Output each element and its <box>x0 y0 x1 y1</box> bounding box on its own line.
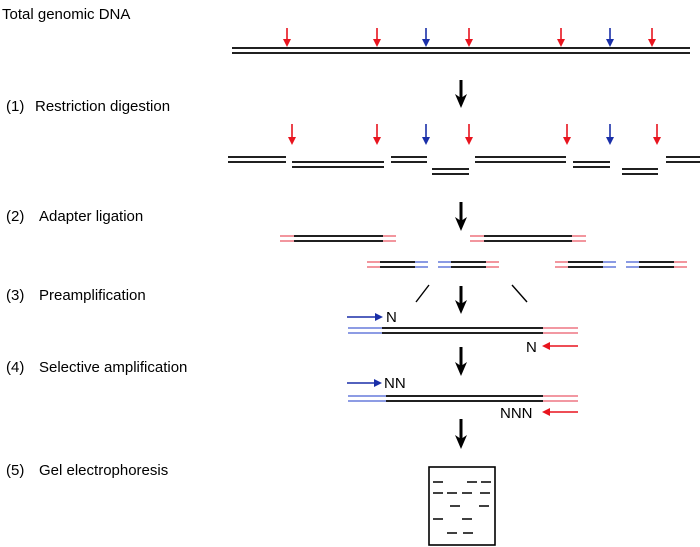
fragment <box>573 161 610 168</box>
step-3: (3) Preamplification <box>6 287 146 305</box>
selective-reverse-primer-label: NNN <box>500 405 533 422</box>
fragment <box>432 168 469 175</box>
ligated-fragment-blue-red <box>438 261 499 268</box>
genomic-dna-strand <box>232 47 690 54</box>
step-2-label: Adapter ligation <box>39 208 144 225</box>
cut-site-arrows-digest <box>288 124 661 145</box>
step-2-number: (2) <box>6 208 25 225</box>
step-5-label: Gel electrophoresis <box>39 462 169 479</box>
step-1-number: (1) <box>6 98 25 115</box>
step-1-label: Restriction digestion <box>35 98 171 115</box>
gel-bands <box>433 481 491 534</box>
ligated-fragment-red-blue <box>367 261 428 268</box>
preamp-forward-primer-label: N <box>386 309 397 326</box>
step-2: (2) Adapter ligation <box>6 208 143 226</box>
selection-funnel-lines <box>415 284 528 303</box>
fragment <box>391 156 427 163</box>
step-3-number: (3) <box>6 287 25 304</box>
restriction-fragments <box>228 156 700 175</box>
step-4-label: Selective amplification <box>39 359 188 376</box>
step-1: (1) Restriction digestion <box>6 98 170 116</box>
ligated-fragment-red-red <box>280 235 396 242</box>
selective-amp-product <box>348 395 578 402</box>
fragment <box>228 156 286 163</box>
gel <box>428 466 496 546</box>
fragment <box>666 156 700 163</box>
title-total-genomic-dna: Total genomic DNA <box>2 6 131 23</box>
fragment <box>622 168 658 175</box>
fragment <box>292 161 384 168</box>
ligated-fragment-red-blue <box>555 261 616 268</box>
preamp-reverse-primer-label: N <box>526 339 537 356</box>
cut-site-arrows-genomic <box>283 28 656 47</box>
step-3-label: Preamplification <box>39 287 146 304</box>
selective-forward-primer-label: NN <box>384 375 406 392</box>
step-4: (4) Selective amplification <box>6 359 187 377</box>
ligated-fragment-blue-red <box>626 261 687 268</box>
step-5: (5) Gel electrophoresis <box>6 462 168 480</box>
fragment <box>475 156 566 163</box>
ligated-fragment-red-red <box>470 235 586 242</box>
step-4-number: (4) <box>6 359 25 376</box>
preamp-product <box>348 327 578 334</box>
step-5-number: (5) <box>6 462 25 479</box>
ligated-fragments <box>280 235 687 268</box>
